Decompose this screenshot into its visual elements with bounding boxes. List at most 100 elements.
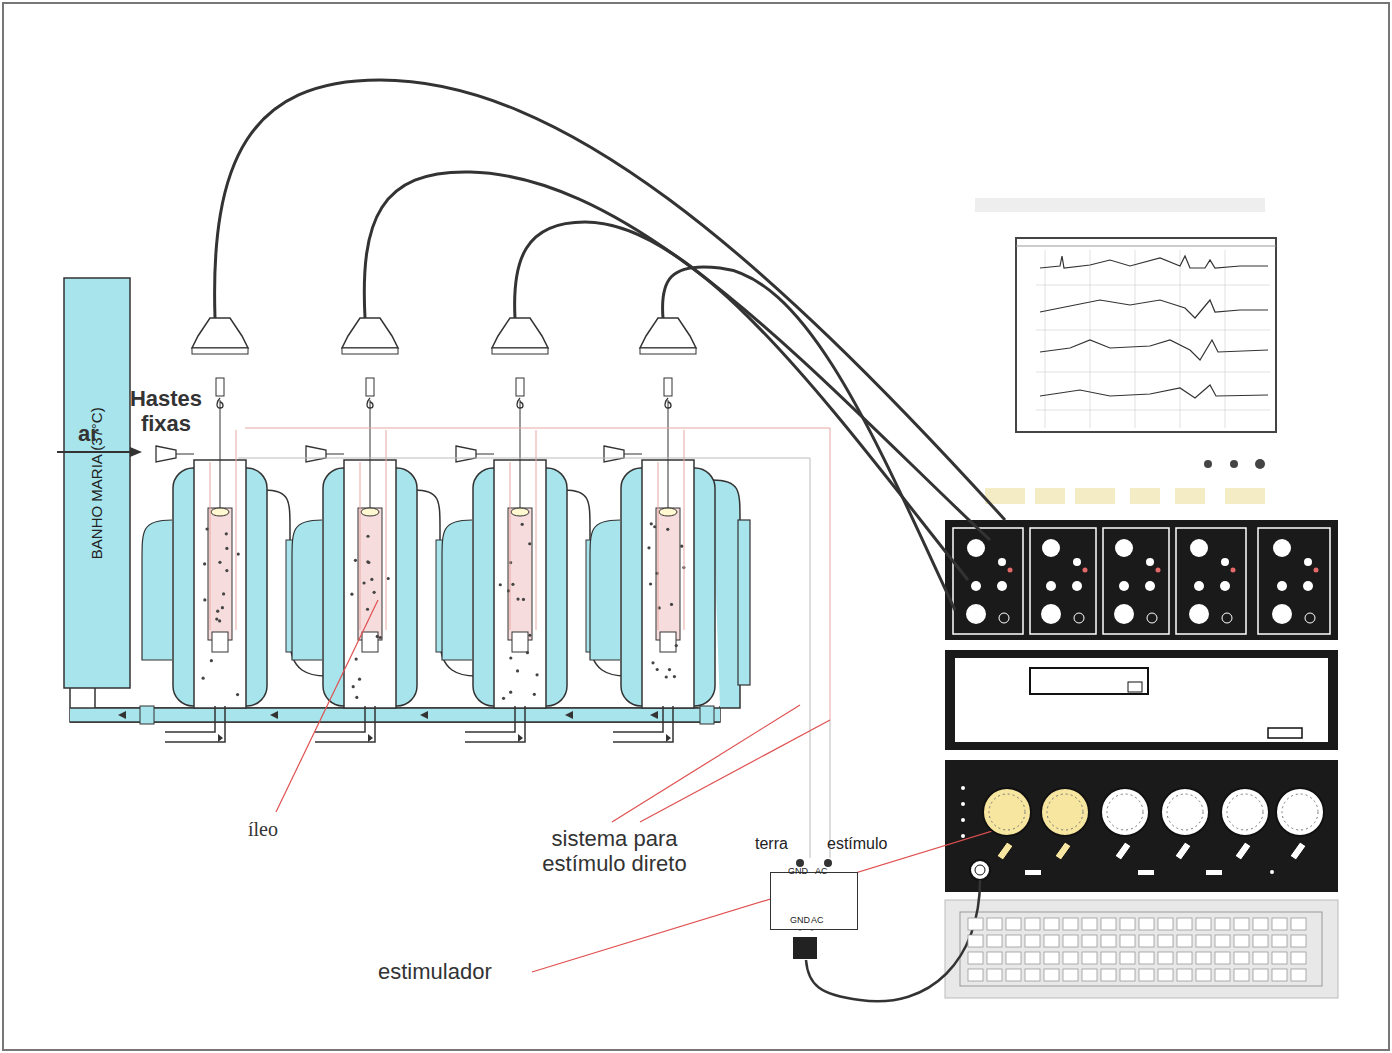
key [1139, 952, 1154, 964]
key [1063, 952, 1078, 964]
monitor [1016, 238, 1276, 432]
recorder-unit [945, 650, 1338, 750]
key [1082, 969, 1097, 981]
leader-lines [276, 600, 1022, 972]
key [1272, 969, 1287, 981]
hook [367, 398, 373, 408]
amp-knob [966, 604, 986, 624]
drain-arrow [518, 734, 523, 742]
amp-knob [1146, 558, 1154, 566]
air-line [476, 454, 494, 455]
air-label: ar [78, 422, 99, 446]
air-bubble [526, 651, 529, 654]
air-bubble [516, 669, 519, 672]
key [1139, 918, 1154, 930]
amp-knob [1277, 581, 1287, 591]
amp-knob [1115, 539, 1133, 557]
amp-knob [1303, 581, 1313, 591]
knob-scale [1227, 794, 1263, 830]
part-label: estimulador [378, 960, 492, 984]
amp-knob [1041, 604, 1061, 624]
air-bubble [366, 535, 369, 538]
air-bubble [528, 634, 531, 637]
air-bubble [237, 552, 240, 555]
air-bubble [656, 668, 659, 671]
stimulator-knob [983, 788, 1031, 836]
air-bubble [205, 527, 208, 530]
air-bubble [225, 547, 228, 550]
stimulator-switch [1115, 842, 1131, 860]
key [1044, 918, 1059, 930]
key [1120, 918, 1135, 930]
air-bubble [521, 523, 524, 526]
organ-baths [142, 318, 715, 742]
terminal-heading: terra [755, 835, 788, 853]
amp-knob [1272, 604, 1292, 624]
key [1101, 969, 1116, 981]
air-bubble [216, 610, 219, 613]
stimulus-box: terraestímuloGNDACGNDAC [770, 872, 858, 930]
key [1158, 935, 1173, 947]
amp-knob [999, 613, 1009, 623]
air-bubble [680, 545, 683, 548]
air-bubble [370, 578, 373, 581]
key [1272, 935, 1287, 947]
force-transducer [492, 318, 548, 348]
transducer-cables [215, 80, 1005, 610]
pin-name: AC [815, 867, 828, 877]
key [1025, 935, 1040, 947]
drain-outlet [465, 706, 525, 742]
key [1253, 952, 1268, 964]
connector-tube [264, 490, 326, 676]
amp-knob [1222, 613, 1232, 623]
key [1291, 969, 1306, 981]
air-bubble [225, 532, 228, 535]
stimulator-knob [1041, 788, 1089, 836]
drain-arrow [218, 734, 223, 742]
air-bubble [221, 606, 224, 609]
inlet-tube [590, 520, 620, 660]
air-bubble [236, 693, 239, 696]
key [1253, 918, 1268, 930]
ileum-tissue [508, 508, 532, 640]
key [1196, 918, 1211, 930]
air-bubble [355, 696, 358, 699]
key [1006, 952, 1021, 964]
air-bubble [509, 656, 512, 659]
key [968, 918, 983, 930]
amp-knob [1074, 613, 1084, 623]
amplifier-rack [945, 520, 1338, 640]
key [1177, 952, 1192, 964]
air-line [624, 454, 642, 455]
terminal [796, 859, 804, 867]
knob-scale [1047, 794, 1083, 830]
air-bubble [376, 635, 379, 638]
key [1196, 935, 1211, 947]
air-bubble [387, 577, 390, 580]
air-bubble [535, 673, 538, 676]
air-bubble [203, 598, 206, 601]
key [1177, 935, 1192, 947]
air-bubble [222, 592, 225, 595]
key [1025, 969, 1040, 981]
key [1196, 952, 1211, 964]
key [1101, 935, 1116, 947]
key [1025, 918, 1040, 930]
force-transducer [640, 318, 696, 348]
air-line [326, 454, 344, 455]
knob-scale [989, 794, 1025, 830]
amp-knob [1145, 581, 1155, 591]
key [1006, 969, 1021, 981]
water-bath-box: BANHO MARIA (37°C) [64, 278, 130, 688]
hook [517, 398, 523, 408]
part-label: íleo [248, 818, 278, 840]
electrode-holder [512, 632, 528, 652]
connector-tube [414, 490, 476, 676]
stimulator-switch [1235, 842, 1251, 860]
air-bubble [650, 522, 653, 525]
air-bubble [522, 598, 525, 601]
amp-led [1156, 568, 1161, 573]
air-inlet [456, 446, 476, 462]
thread [668, 400, 669, 508]
key [968, 969, 983, 981]
